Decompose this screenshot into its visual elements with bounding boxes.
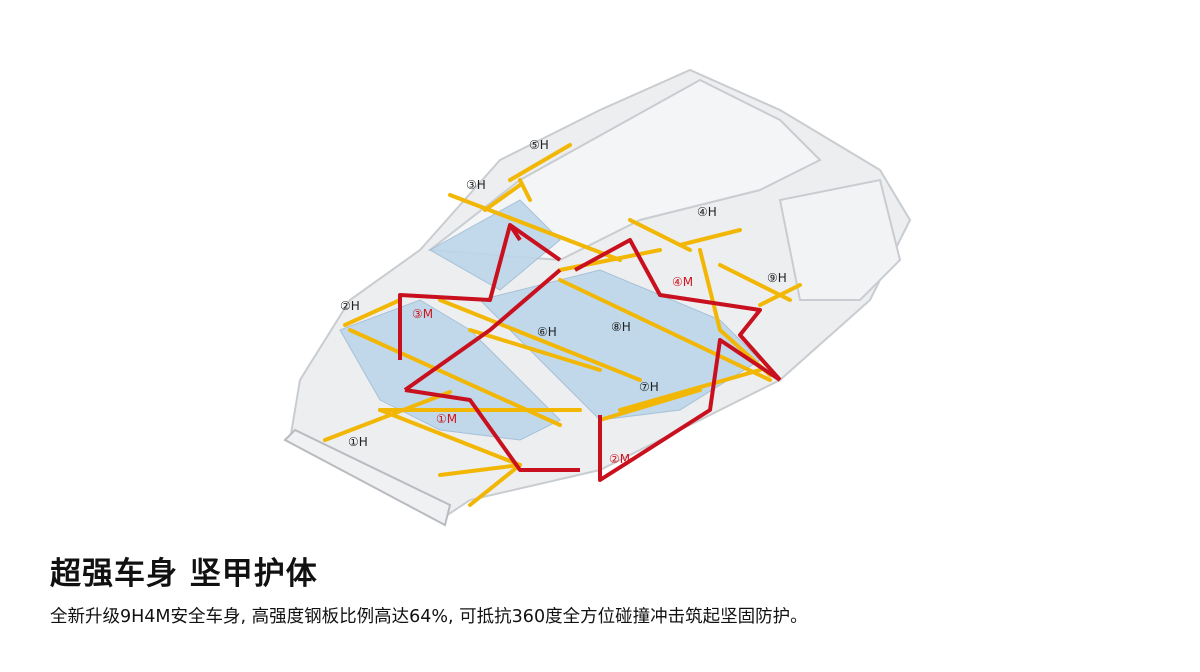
label-8h: ⑧H	[611, 320, 631, 334]
headline: 超强车身 坚甲护体	[50, 556, 318, 592]
label-7h: ⑦H	[639, 380, 659, 394]
car-body-structure-diagram	[283, 68, 912, 527]
label-3m: ③M	[412, 307, 434, 321]
label-1m: ①M	[436, 412, 458, 426]
description: 全新升级9H4M安全车身, 高强度钢板比例高达64%, 可抵抗360度全方位碰撞…	[50, 607, 808, 627]
label-6h: ⑥H	[537, 325, 557, 339]
high-strength-yellow-beams	[323, 143, 802, 507]
label-9h: ⑨H	[767, 271, 787, 285]
hot-formed-red-beams	[398, 223, 782, 482]
label-4m: ④M	[672, 275, 694, 289]
front-bumper-beam	[283, 428, 452, 527]
label-2h: ②H	[340, 299, 360, 313]
label-5h: ⑤H	[529, 138, 549, 152]
label-4h: ④H	[697, 205, 717, 219]
label-2m: ②M	[609, 452, 631, 466]
label-1h: ①H	[348, 435, 368, 449]
label-3h: ③H	[466, 178, 486, 192]
